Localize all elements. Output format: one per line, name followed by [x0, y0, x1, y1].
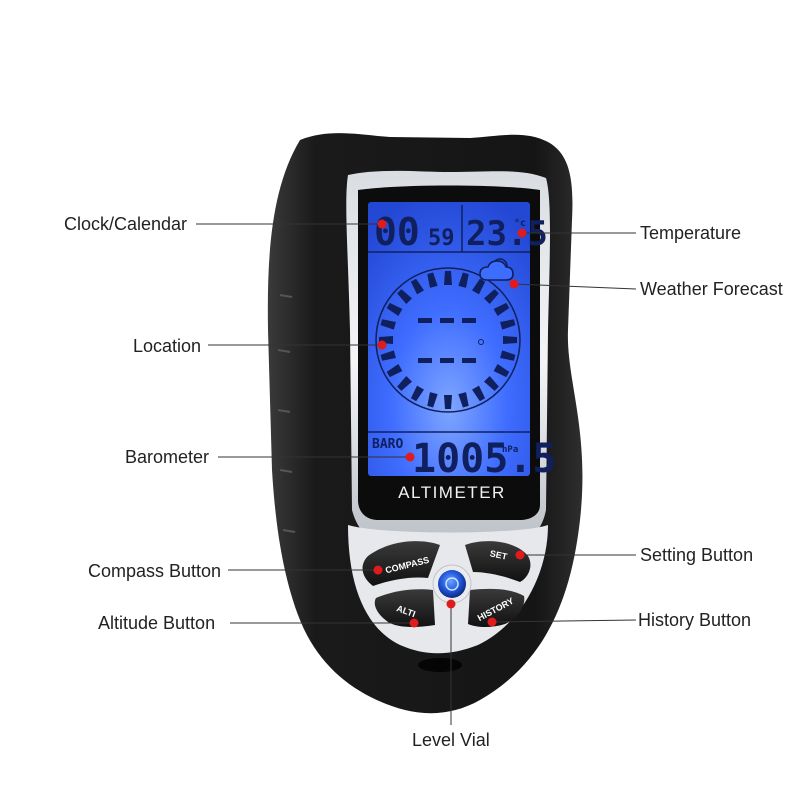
compass-segment [386, 302, 403, 316]
marker-dot [515, 550, 525, 560]
grip-ridges [277, 294, 296, 533]
callout-location: Location [133, 336, 202, 356]
compass-button[interactable]: COMPASS [362, 541, 440, 586]
temperature-display: 23.5 [466, 214, 548, 254]
compass-outer-ring [375, 267, 521, 413]
compass-segment [484, 376, 499, 391]
compass-segment [472, 278, 486, 295]
marker-dot [517, 228, 527, 238]
compass-segment [410, 278, 424, 295]
location-dashes [418, 318, 476, 363]
marker-dot [377, 340, 387, 350]
callout-level-vial: Level Vial [412, 730, 490, 750]
compass-segment [458, 392, 469, 408]
compass-segment [493, 364, 510, 378]
model-label: ALTIMETER [398, 483, 506, 502]
compass-segment [444, 395, 452, 409]
baro-label: BARO [372, 437, 403, 452]
callout-temperature: Temperature [640, 223, 742, 243]
callout-history-button: History Button [638, 610, 752, 630]
marker-dot [405, 452, 415, 462]
history-button[interactable]: HISTORY [468, 588, 525, 627]
compass-segment [427, 392, 438, 408]
marker-dot [487, 617, 497, 627]
set-button-label: SET [489, 548, 509, 562]
callout-weather-forecast: Weather Forecast [640, 279, 783, 299]
level-vial [432, 564, 472, 604]
callout-barometer: Barometer [125, 447, 210, 467]
marker-dot [409, 618, 419, 628]
compass-segment [484, 289, 499, 304]
compass-segment [380, 350, 396, 361]
compass-ring [375, 267, 521, 413]
clock-display: 00 [374, 210, 420, 254]
callout-altitude-button: Altitude Button [98, 613, 216, 633]
compass-segment [444, 271, 452, 285]
compass-segment [503, 336, 517, 344]
lcd-screen: 00 59 23.5 °c BARO 1005.5 hPa [368, 202, 557, 482]
leader-lines [196, 223, 637, 725]
compass-segment [397, 376, 412, 391]
compass-segment [500, 350, 516, 361]
compass-segment [397, 289, 412, 304]
compass-segment [500, 319, 516, 330]
cloud-sun-icon [479, 258, 514, 281]
compass-segment [458, 272, 469, 288]
compass-segment [386, 364, 403, 378]
callout-compass-button: Compass Button [88, 561, 222, 581]
alti-button[interactable]: ALTI [374, 589, 435, 627]
pressure-display: 1005.5 [412, 436, 557, 482]
marker-dot [509, 279, 519, 289]
pressure-unit: hPa [502, 445, 518, 455]
compass-segment [380, 319, 396, 330]
lanyard-slot [418, 658, 462, 672]
marker-dot [446, 599, 456, 609]
compass-segment [472, 385, 486, 402]
temperature-unit: °c [514, 218, 526, 229]
callout-clock-calendar: Clock/Calendar [64, 214, 188, 234]
compass-segment [410, 385, 424, 402]
marker-dot [377, 219, 387, 229]
compass-segment [427, 272, 438, 288]
clock-seconds: 59 [428, 226, 455, 251]
set-button[interactable]: SET [465, 541, 531, 582]
marker-dots [373, 219, 527, 628]
marker-dot [373, 565, 383, 575]
callout-setting-button: Setting Button [640, 545, 754, 565]
compass-segment [493, 302, 510, 316]
